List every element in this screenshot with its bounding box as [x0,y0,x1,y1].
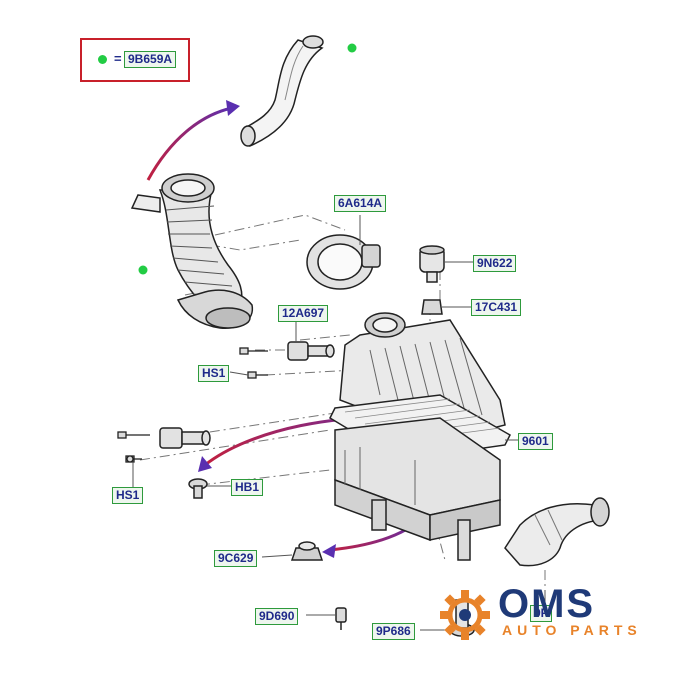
legend-part-label: 9B659A [124,51,177,68]
part-label-17c431: 17C431 [471,299,522,316]
logo-title: OMS [498,582,596,626]
rubber-grommet [261,541,324,561]
resonator-hose [240,35,324,148]
arrow-heads [198,100,336,558]
part-label-9601: 9601 [518,433,553,450]
air-cleaner-body [334,417,501,561]
part-label-9p686: 9P686 [372,623,415,640]
seal-washer [421,299,471,315]
part-label-hs1-top: HS1 [198,365,230,382]
part-label-hs1-bottom: HS1 [112,487,144,504]
part-label-6a614a: 6A614A [334,195,387,212]
green-dot-marker [347,43,357,53]
connector-plug [159,427,211,449]
part-label-9f: 9F [530,605,553,622]
part-label-9c629: 9C629 [214,550,258,567]
part-label-9d690: 9D690 [255,608,299,625]
screws [117,347,268,463]
hex-bolt [188,478,231,499]
legend-equals: = [114,51,122,66]
retaining-clip [306,607,347,630]
green-dot-icon [98,55,107,64]
intake-hose [130,173,254,329]
logo-subtitle: AUTO PARTS [502,622,642,638]
part-label-12a697: 12A697 [278,305,329,322]
outlet-duct [504,497,610,567]
gear-icon [440,590,490,640]
pressure-sensor [419,245,473,283]
part-label-9n622: 9N622 [473,255,517,272]
mass-air-flow-sensor [306,215,381,290]
legend-box: = 9B659A [80,38,190,82]
oms-logo: OMS AUTO PARTS [438,584,668,640]
green-dot-marker-2 [138,265,148,275]
part-label-hb1: HB1 [231,479,264,496]
temperature-sensor [287,322,335,361]
